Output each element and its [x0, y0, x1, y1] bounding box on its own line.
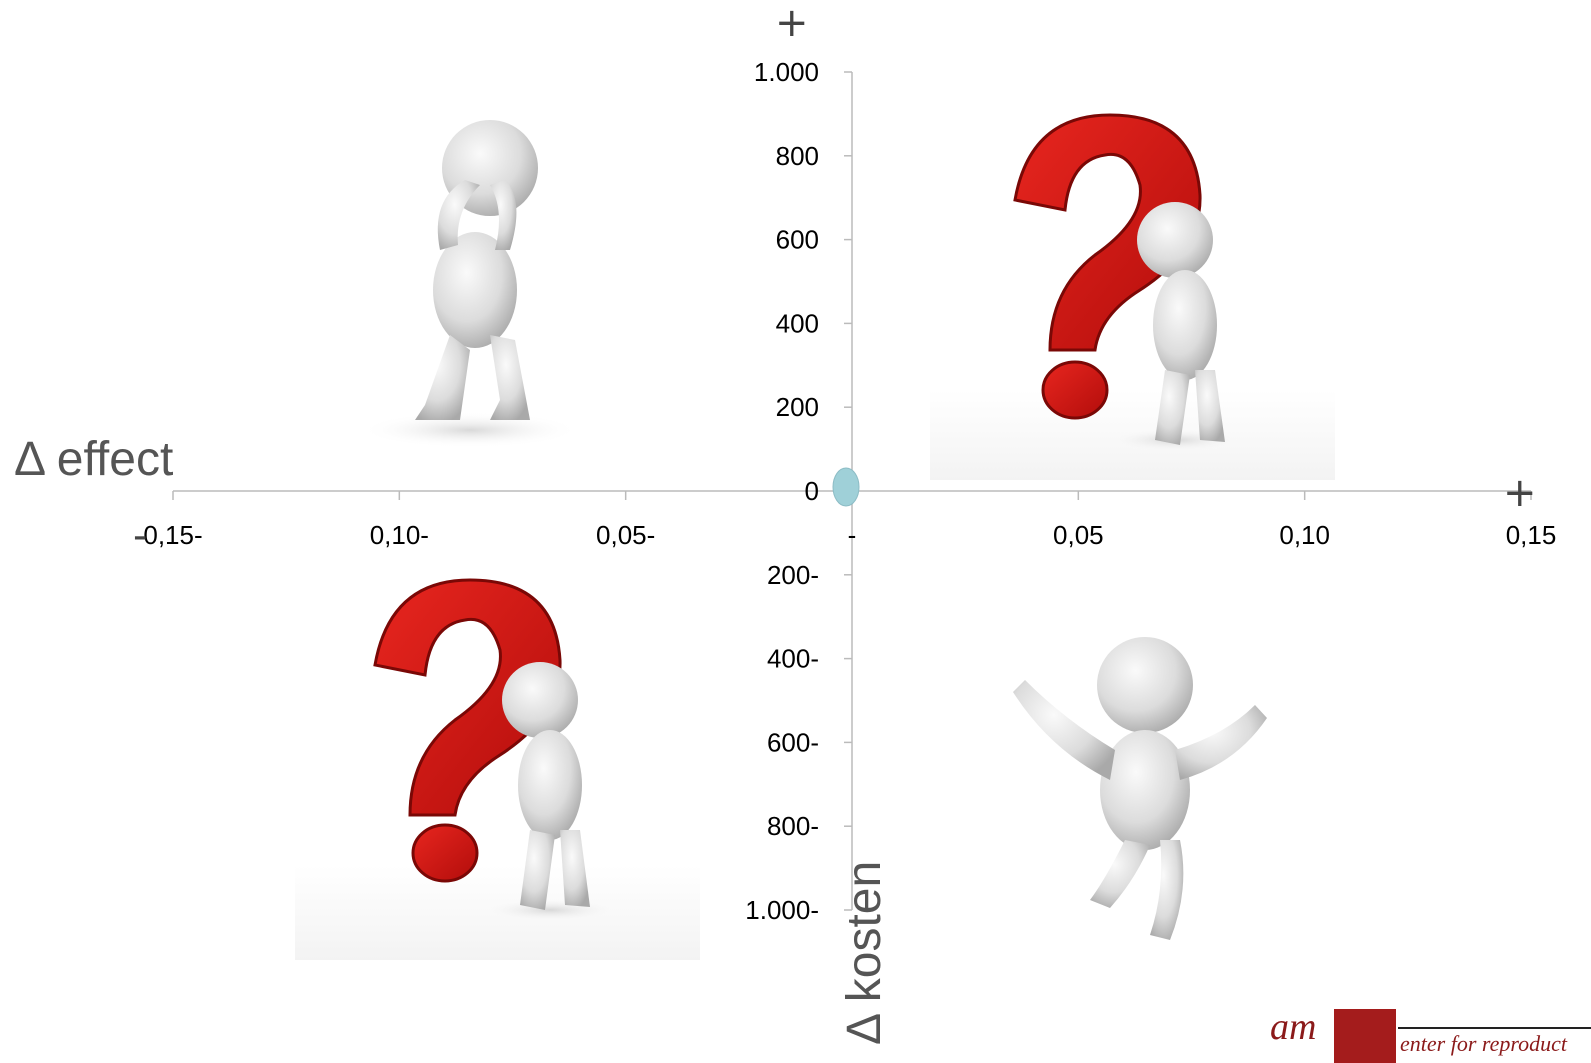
x-axis-title: Δ effect	[14, 433, 173, 486]
logo-am-text: am	[1270, 1006, 1317, 1048]
x-positive-sign: +	[1503, 470, 1537, 516]
y-tick-label: 1.000-	[745, 895, 819, 925]
y-positive-sign: +	[775, 0, 809, 46]
y-tick-label: 200	[776, 392, 819, 422]
x-tick-labels: 0,15- 0,10- 0,05- - 0,05 0,10 0,15	[143, 520, 1556, 550]
y-tick-label: 400	[776, 308, 819, 338]
x-tick-label: 0,15-	[143, 520, 202, 550]
logo-rule	[1398, 1027, 1591, 1029]
y-tick-label: 800-	[767, 811, 819, 841]
data-points	[832, 467, 860, 507]
x-tick-label: 0,10-	[370, 520, 429, 550]
x-tick-label: 0,05	[1053, 520, 1104, 550]
y-tick-label: 0	[805, 476, 819, 506]
logo-c-block	[1334, 1009, 1396, 1063]
x-tick-label: 0,10	[1279, 520, 1330, 550]
joyful-figure-icon	[1013, 637, 1267, 940]
y-tick-label: 800	[776, 141, 819, 171]
y-axis-ticks	[844, 71, 852, 911]
question-mark-figure-icon	[295, 578, 700, 960]
y-tick-label: 200-	[767, 560, 819, 590]
y-axis-title: Δ kosten	[838, 861, 891, 1045]
x-tick-label: -	[848, 520, 857, 550]
y-tick-label: 400-	[767, 644, 819, 674]
x-tick-label: 0,05-	[596, 520, 655, 550]
amc-logo: am enter for reproduct	[1270, 1003, 1591, 1063]
y-tick-label: 600	[776, 225, 819, 255]
y-tick-label: 1.000	[754, 57, 819, 87]
y-tick-labels: 1.000 800 600 400 200 0 200- 400- 600- 800- 1.000-	[745, 57, 819, 925]
despairing-figure-icon	[360, 120, 580, 448]
x-negative-sign: -	[133, 513, 147, 559]
logo-subtitle: enter for reproduct	[1400, 1031, 1568, 1056]
x-tick-label: 0,15	[1506, 520, 1557, 550]
data-point	[832, 467, 860, 507]
y-tick-label: 600-	[767, 727, 819, 757]
question-mark-figure-icon	[930, 113, 1335, 480]
